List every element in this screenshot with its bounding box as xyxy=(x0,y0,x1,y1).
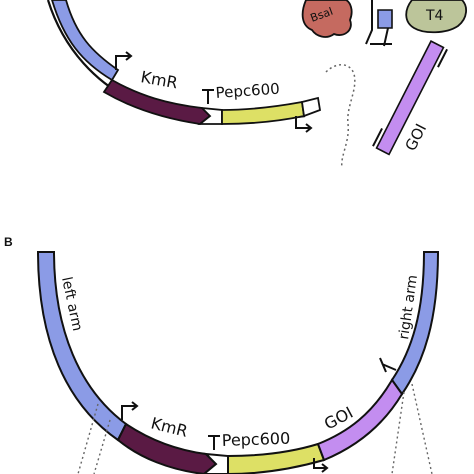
panel-a-goi-overhang xyxy=(372,48,448,147)
panel-a-t4-enzyme xyxy=(405,0,467,34)
panel-a-goi-bar xyxy=(375,40,445,156)
panel-b: B left arm right arm KmR Pepc600 GOI xyxy=(4,235,440,474)
panel-a-vector-end xyxy=(377,9,393,29)
panel-a-kmr-promoter-arrow xyxy=(115,51,133,70)
panel-a-promoter-label: Pepc600 xyxy=(215,80,280,102)
panel-a-promoter-segment xyxy=(221,100,306,125)
panel-b-spacer xyxy=(202,452,229,474)
panel-b-goi-segment xyxy=(316,378,404,462)
panel-a-kmr-label: KmR xyxy=(139,67,179,92)
panel-b-right-terminator xyxy=(379,357,397,373)
panel-b-letter: B xyxy=(4,235,13,249)
panel-a-dotted-connector xyxy=(325,64,356,169)
panel-b-kmr-promoter-arrow xyxy=(121,401,139,420)
panel-b-promoter-label: Pepc600 xyxy=(221,429,290,450)
panel-a-terminator xyxy=(202,89,214,104)
panel-a-bsai-enzyme xyxy=(301,0,353,38)
panel-b-terminator xyxy=(208,435,220,450)
panel-a-spacer xyxy=(197,106,223,125)
panel-a-goi-fragment xyxy=(372,40,448,156)
panel-a-pepc600-arrow xyxy=(295,116,313,133)
panel-b-backbone xyxy=(36,251,128,442)
panel-b-dotted-left xyxy=(77,403,111,474)
panel-a-backbone xyxy=(51,0,120,82)
panel-a-tail xyxy=(300,96,322,118)
panel-a-goi-label: GOI xyxy=(402,121,431,154)
panel-a-t4-label: T4 xyxy=(425,8,444,24)
panel-b-pepc600-arrow xyxy=(313,458,329,473)
panel-a-vector-lines xyxy=(365,0,392,47)
panel-b-dotted-right xyxy=(391,383,433,474)
panel-a: KmR Pepc600 GOI BsaI T4 xyxy=(46,0,467,169)
panel-b-kmr-label: KmR xyxy=(149,413,190,440)
